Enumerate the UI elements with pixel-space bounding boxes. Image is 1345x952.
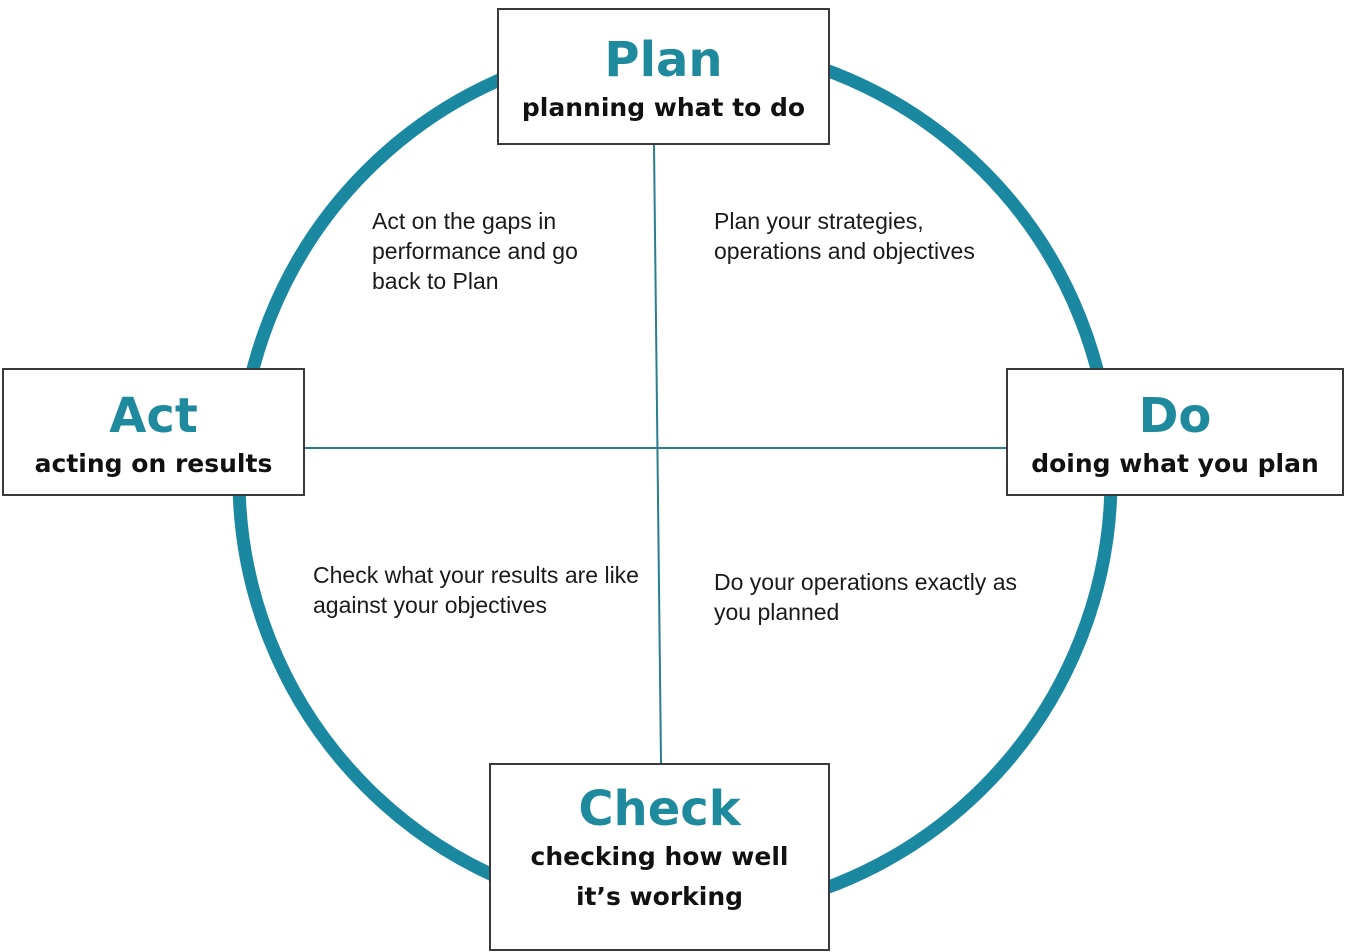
stage-subtitle-do: doing what you plan: [1031, 449, 1319, 478]
stage-subtitle-check: checking how well it’s working: [530, 842, 789, 911]
quadrant-note-plan: Plan your strategies, operations and obj…: [714, 208, 975, 264]
stage-title-do: Do: [1138, 388, 1212, 444]
stage-title-plan: Plan: [604, 32, 723, 88]
vertical-divider-line: [653, 144, 662, 764]
stage-box-plan: Plan planning what to do: [497, 8, 830, 145]
quadrant-note-act: Act on the gaps in performance and go ba…: [372, 208, 578, 294]
stage-box-check: Check checking how well it’s working: [489, 763, 830, 951]
quadrant-note-check: Check what your results are like against…: [313, 562, 639, 618]
stage-title-check: Check: [578, 781, 741, 837]
stage-subtitle-plan: planning what to do: [521, 93, 806, 122]
stage-title-act: Act: [109, 388, 198, 444]
stage-box-do: Do doing what you plan: [1006, 368, 1344, 496]
quadrant-note-do: Do your operations exactly as you planne…: [714, 569, 1017, 625]
stage-box-act: Act acting on results: [2, 368, 305, 496]
stage-subtitle-act: acting on results: [34, 449, 273, 478]
